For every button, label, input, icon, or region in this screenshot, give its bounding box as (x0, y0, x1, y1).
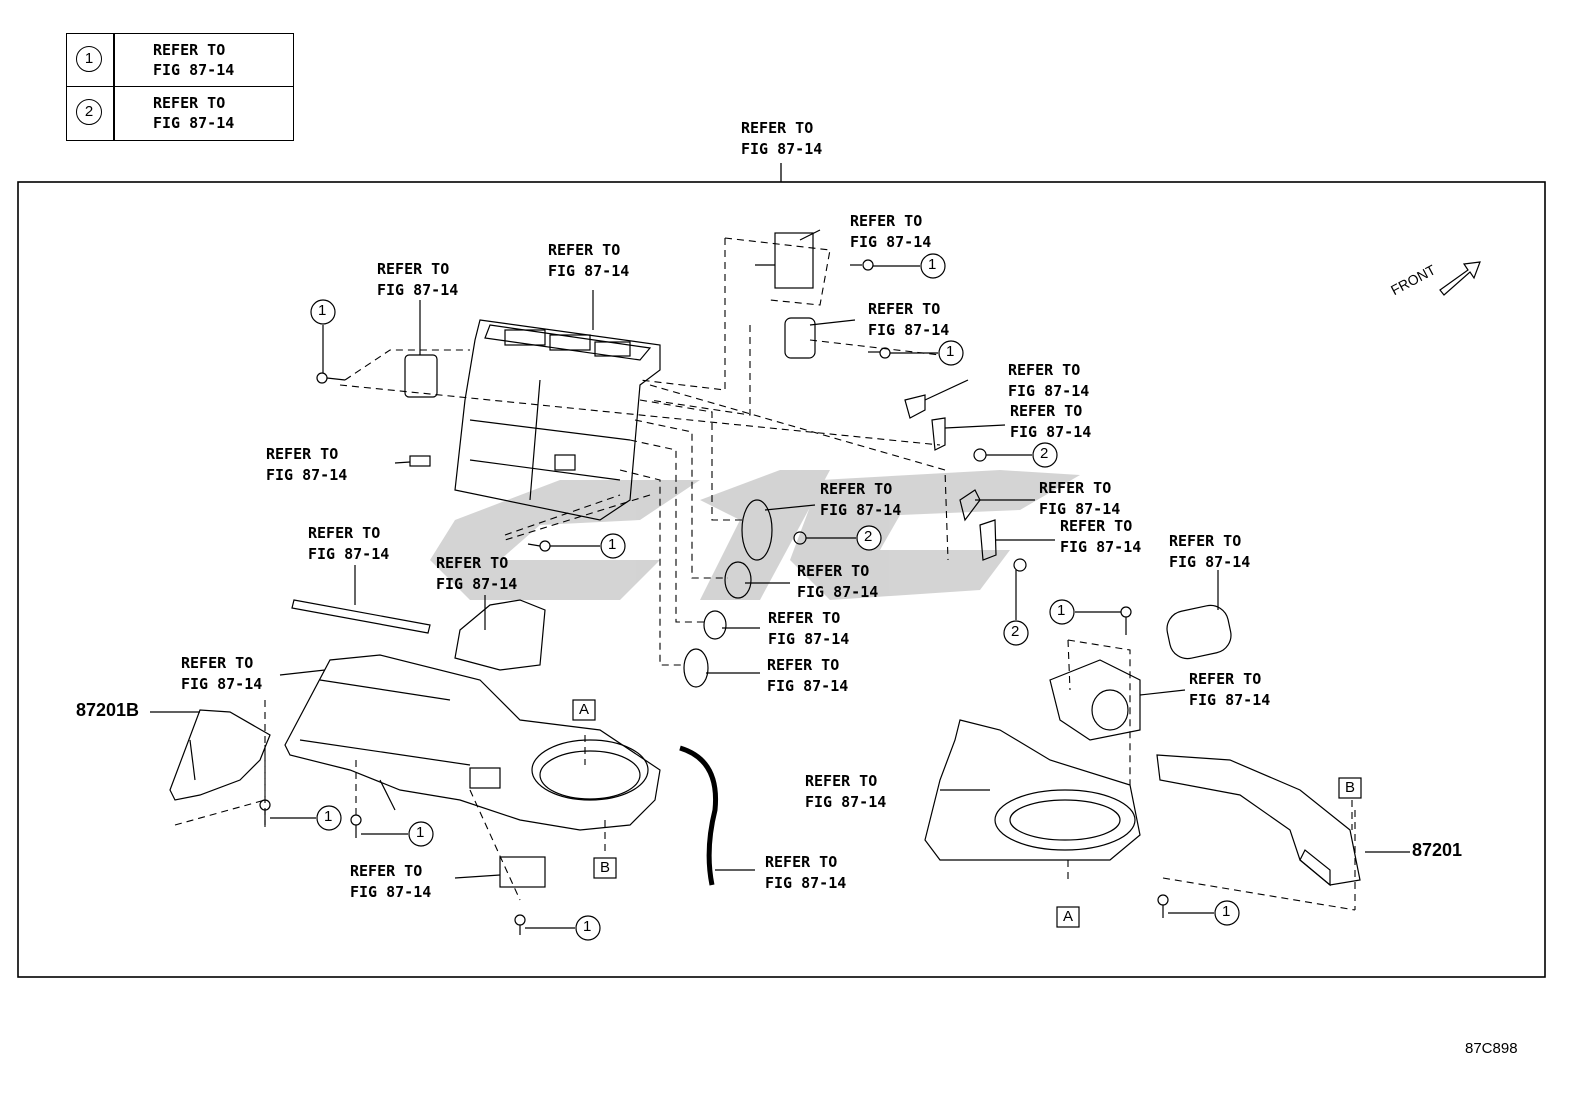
figure-code: 87C898 (1465, 1040, 1518, 1057)
refer-label: REFER TO FIG 87-14 (765, 853, 847, 892)
callout-text: 1 (608, 536, 617, 553)
duct-87201 (1156, 754, 1361, 887)
refer-label-frame: REFER TO FIG 87-14 (741, 119, 823, 158)
legend-row-1: 1 REFER TO FIG 87-14 (67, 34, 293, 87)
marker-a-box (572, 699, 596, 721)
refer-label: REFER TO FIG 87-14 (1008, 361, 1090, 400)
callout-1 (310, 299, 336, 325)
callout-1 (1214, 900, 1240, 926)
callout-text: 1 (324, 808, 333, 825)
link-1 (904, 394, 926, 419)
part-number-87201: 87201 (1412, 840, 1463, 860)
link-4 (979, 519, 997, 561)
callout-text: 2 (1040, 445, 1049, 462)
refer-label: REFER TO FIG 87-14 (266, 445, 348, 484)
refer-label: REFER TO FIG 87-14 (805, 772, 887, 811)
refer-label: REFER TO FIG 87-14 (436, 554, 518, 593)
blower-case-lower (284, 654, 661, 831)
blower-housing-right (924, 659, 1141, 861)
refer-label: REFER TO FIG 87-14 (548, 241, 630, 280)
duct-87201B (169, 709, 271, 801)
legend-divider (113, 34, 115, 140)
drain-hose (679, 745, 719, 886)
grommet (1166, 604, 1232, 660)
callout-text: 1 (1222, 903, 1231, 920)
actuator-left (404, 354, 438, 398)
callout-text: 1 (1057, 602, 1066, 619)
callout-2 (856, 525, 882, 551)
sensor-clip (409, 455, 431, 467)
damper-cam-1 (741, 499, 773, 561)
front-arrow (1439, 261, 1481, 296)
callout-2 (1003, 620, 1029, 646)
legend-text-1: REFER TO FIG 87-14 (153, 41, 235, 79)
refer-label: REFER TO FIG 87-14 (868, 300, 950, 339)
legend-symbol-2: 2 (76, 99, 102, 125)
damper-cam-3 (703, 610, 727, 640)
damper-cam-2 (724, 561, 752, 599)
callout-text: 2 (1011, 623, 1020, 640)
refer-label: REFER TO FIG 87-14 (797, 562, 879, 601)
refer-label: REFER TO FIG 87-14 (1060, 517, 1142, 556)
marker-b-label: B (1345, 779, 1356, 796)
callout-text: 1 (416, 824, 425, 841)
actuator-top (755, 232, 814, 289)
legend-symbol-1: 1 (76, 46, 102, 72)
refer-label: REFER TO FIG 87-14 (181, 654, 263, 693)
link-2 (931, 417, 946, 451)
marker-b-box (593, 857, 617, 879)
callout-2 (1032, 442, 1058, 468)
callout-1 (600, 533, 626, 559)
callout-1 (575, 915, 601, 941)
foot-duct (454, 599, 546, 671)
callout-1 (408, 821, 434, 847)
callout-text: 1 (946, 343, 955, 360)
refer-label: REFER TO FIG 87-14 (768, 609, 850, 648)
legend-text-2: REFER TO FIG 87-14 (153, 94, 235, 132)
callout-1 (938, 340, 964, 366)
callout-1 (1049, 599, 1075, 625)
refer-label: REFER TO FIG 87-14 (308, 524, 390, 563)
refer-label: REFER TO FIG 87-14 (1039, 479, 1121, 518)
refer-label: REFER TO FIG 87-14 (1010, 402, 1092, 441)
marker-b-label: B (600, 859, 611, 876)
heater-case-upper (454, 319, 661, 521)
callout-1 (920, 253, 946, 279)
legend-table: 1 REFER TO FIG 87-14 2 REFER TO FIG 87-1… (66, 33, 294, 141)
callout-text: 1 (928, 256, 937, 273)
legend-row-2: 2 REFER TO FIG 87-14 (67, 87, 293, 139)
marker-a-box (1056, 906, 1080, 928)
refer-label: REFER TO FIG 87-14 (850, 212, 932, 251)
marker-a-label: A (579, 701, 590, 718)
refer-label: REFER TO FIG 87-14 (1169, 532, 1251, 571)
damper-cam-4 (683, 648, 709, 688)
refer-label: REFER TO FIG 87-14 (377, 260, 459, 299)
refer-label: REFER TO FIG 87-14 (767, 656, 849, 695)
refer-label: REFER TO FIG 87-14 (820, 480, 902, 519)
filter-seal (291, 599, 431, 634)
part-number-87201B: 87201B (76, 700, 140, 720)
callout-text: 2 (864, 528, 873, 545)
refer-label: REFER TO FIG 87-14 (350, 862, 432, 901)
refer-label: REFER TO FIG 87-14 (1189, 670, 1271, 709)
watermark-logo (430, 470, 1080, 600)
callout-1 (316, 805, 342, 831)
actuator-mid (784, 317, 816, 359)
marker-b-box (1338, 777, 1362, 799)
marker-a-label: A (1063, 908, 1074, 925)
callout-text: 1 (318, 302, 327, 319)
blower-resistor (499, 856, 546, 888)
callout-text: 1 (583, 918, 592, 935)
